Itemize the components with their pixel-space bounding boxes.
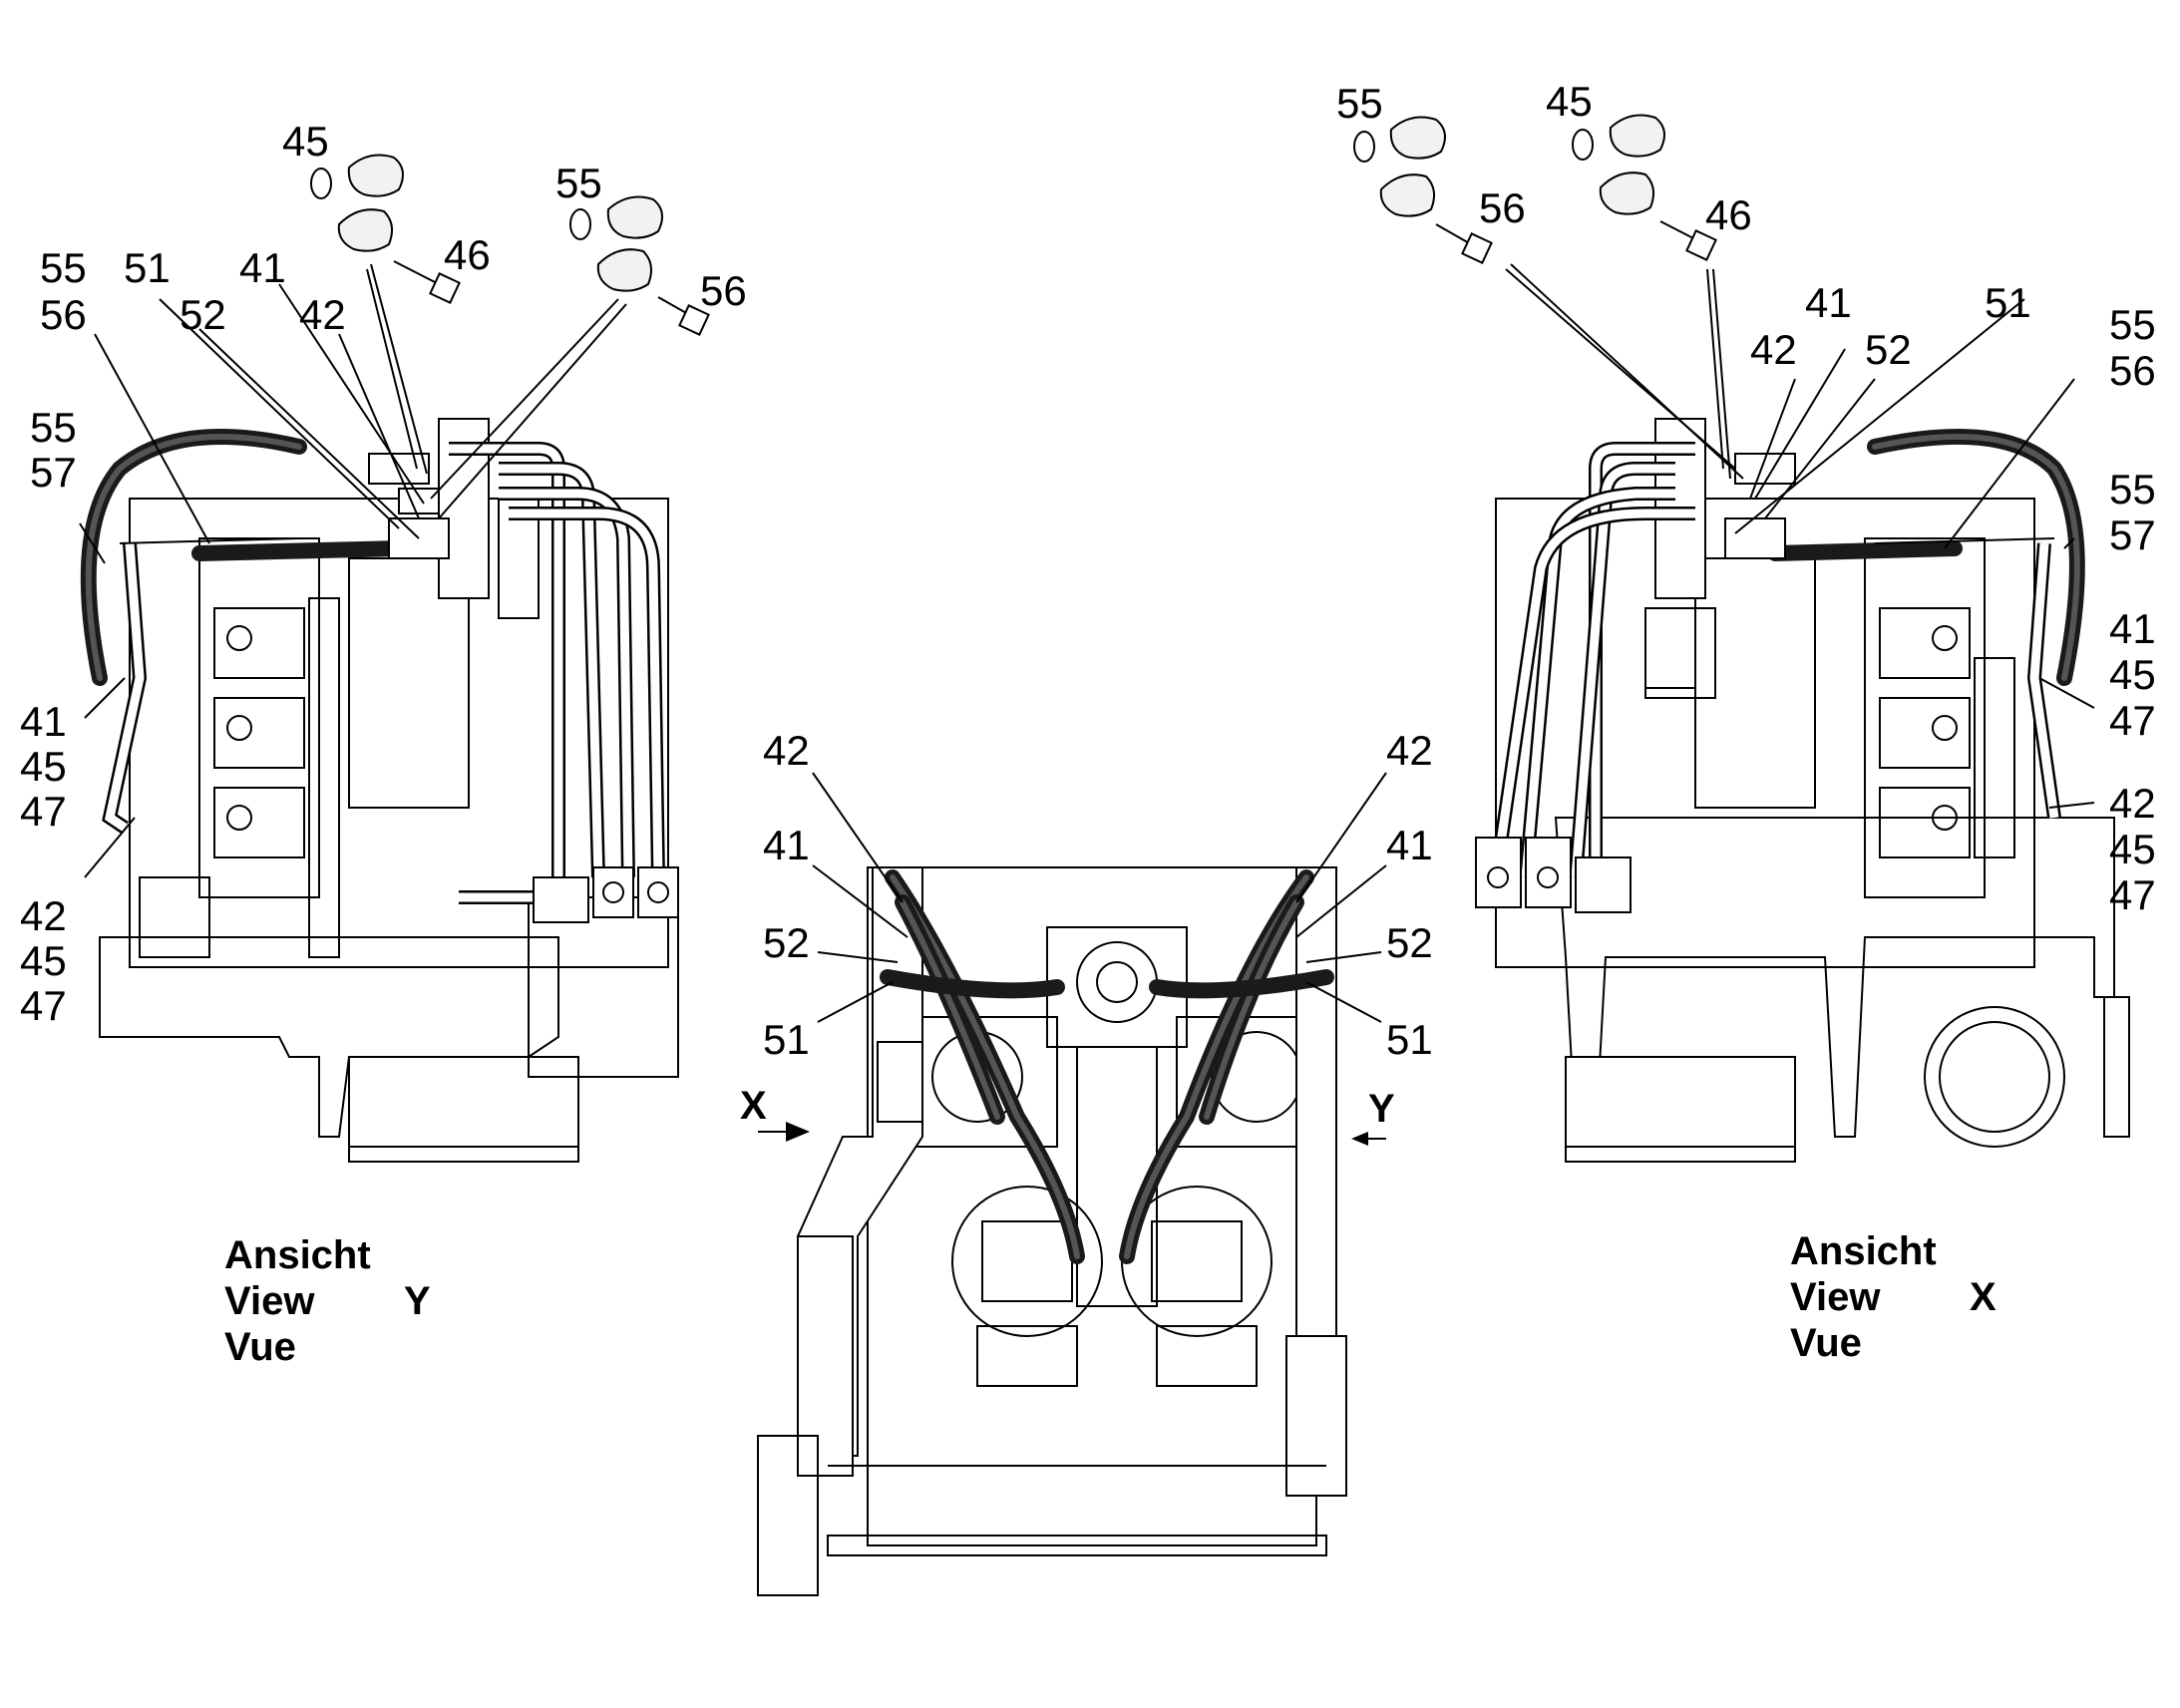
callout-left-41: 41 bbox=[239, 244, 286, 291]
center-callouts: 42 41 52 51 42 41 52 51 X Y bbox=[740, 727, 1433, 1131]
callout-right-45-top: 45 bbox=[1546, 78, 1593, 125]
right-view-drawing bbox=[1475, 418, 2130, 1163]
center-leaders bbox=[758, 772, 1387, 1146]
view-label-line3: Vue bbox=[224, 1325, 296, 1369]
callout-right-55b: 55 bbox=[2109, 466, 2156, 512]
view-label-line3: Vue bbox=[1790, 1321, 1862, 1365]
right-callouts: 55 56 45 46 41 42 52 51 55 56 55 57 41 4… bbox=[1336, 78, 2156, 918]
callout-right-52: 52 bbox=[1865, 326, 1912, 373]
view-label-letter: Y bbox=[404, 1279, 431, 1323]
callout-right-57: 57 bbox=[2109, 512, 2156, 558]
view-label-letter: X bbox=[1970, 1275, 1997, 1319]
view-label-line1: Ansicht bbox=[1790, 1229, 1937, 1273]
right-leaders bbox=[1505, 263, 2095, 809]
callout-left-52: 52 bbox=[180, 291, 226, 338]
right-detail-parts bbox=[1353, 114, 1717, 264]
right-view-label: Ansicht View Vue X bbox=[1790, 1229, 1997, 1365]
left-detail-parts bbox=[310, 154, 710, 336]
callout-right-47b: 47 bbox=[2109, 697, 2156, 744]
callout-left-56: 56 bbox=[40, 291, 87, 338]
callout-left-42c: 42 bbox=[20, 892, 67, 939]
callout-right-42: 42 bbox=[1750, 326, 1797, 373]
callout-left-45c: 45 bbox=[20, 937, 67, 984]
callout-center-41-left: 41 bbox=[763, 822, 810, 868]
callout-left-55: 55 bbox=[40, 244, 87, 291]
callout-right-45b: 45 bbox=[2109, 651, 2156, 698]
arrow-label-x: X bbox=[740, 1084, 767, 1128]
callout-left-41b: 41 bbox=[20, 698, 67, 745]
left-leaders bbox=[79, 263, 627, 878]
left-callouts: 45 46 55 56 55 56 51 41 52 42 55 57 41 4… bbox=[20, 118, 747, 1029]
callout-left-47c: 47 bbox=[20, 982, 67, 1029]
callout-center-42-left: 42 bbox=[763, 727, 810, 774]
callout-right-51: 51 bbox=[1985, 279, 2031, 326]
callout-left-55b: 55 bbox=[30, 404, 77, 451]
callout-right-56: 56 bbox=[2109, 347, 2156, 394]
callout-right-41: 41 bbox=[1805, 279, 1852, 326]
left-view-drawing bbox=[80, 418, 679, 1163]
callout-left-46: 46 bbox=[444, 231, 491, 278]
callout-center-51-left: 51 bbox=[763, 1016, 810, 1063]
callout-right-42c: 42 bbox=[2109, 780, 2156, 827]
callout-center-42-right: 42 bbox=[1386, 727, 1433, 774]
callout-right-46-top: 46 bbox=[1705, 191, 1752, 238]
callout-left-55-top: 55 bbox=[555, 160, 602, 206]
view-label-line1: Ansicht bbox=[224, 1233, 371, 1277]
callout-left-42: 42 bbox=[299, 291, 346, 338]
callout-right-55: 55 bbox=[2109, 301, 2156, 348]
left-view-label: Ansicht View Vue Y bbox=[224, 1233, 431, 1369]
callout-left-45b: 45 bbox=[20, 743, 67, 790]
callout-left-56-top: 56 bbox=[700, 267, 747, 314]
view-label-line2: View bbox=[224, 1279, 315, 1323]
callout-right-41b: 41 bbox=[2109, 605, 2156, 652]
callout-right-45c: 45 bbox=[2109, 826, 2156, 872]
callout-center-51-right: 51 bbox=[1386, 1016, 1433, 1063]
callout-left-45: 45 bbox=[282, 118, 329, 165]
callout-left-51: 51 bbox=[124, 244, 171, 291]
callout-right-56-top: 56 bbox=[1479, 184, 1526, 231]
callout-right-55-top: 55 bbox=[1336, 80, 1383, 127]
callout-center-52-right: 52 bbox=[1386, 919, 1433, 966]
callout-left-57: 57 bbox=[30, 449, 77, 496]
arrow-label-y: Y bbox=[1368, 1087, 1395, 1131]
callout-center-52-left: 52 bbox=[763, 919, 810, 966]
callout-center-41-right: 41 bbox=[1386, 822, 1433, 868]
callout-left-47b: 47 bbox=[20, 788, 67, 835]
center-hoses bbox=[880, 869, 1334, 1264]
view-label-line2: View bbox=[1790, 1275, 1881, 1319]
callout-right-47c: 47 bbox=[2109, 871, 2156, 918]
